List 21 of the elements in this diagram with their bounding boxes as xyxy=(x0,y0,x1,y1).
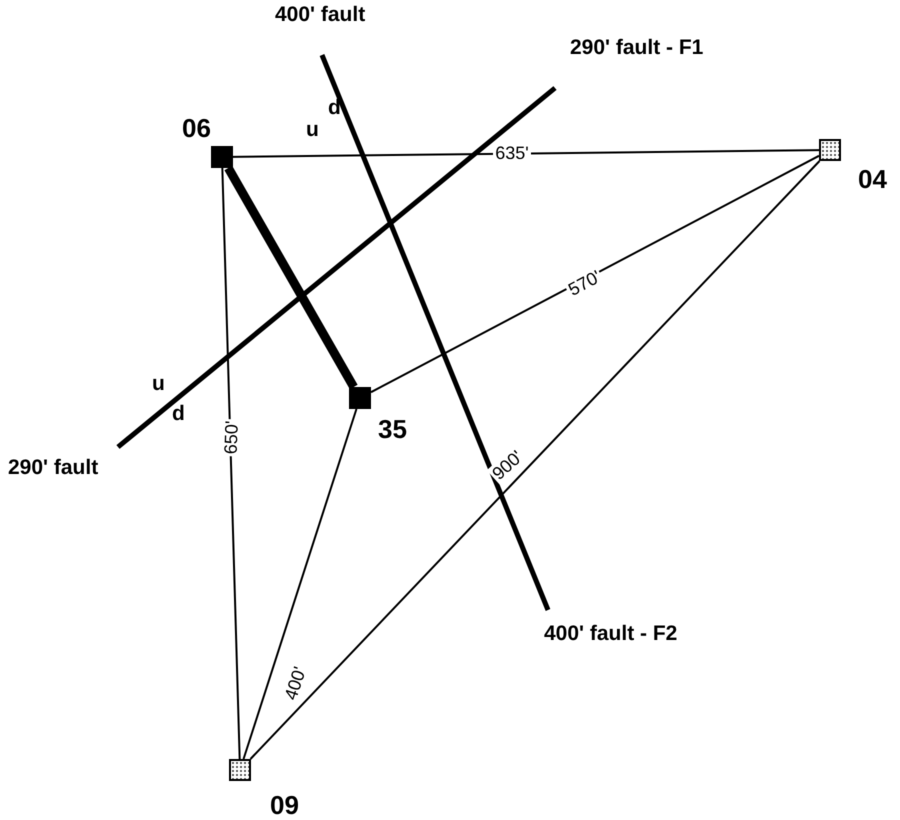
fault-label: 290' fault xyxy=(8,456,98,480)
fault-label: u xyxy=(306,118,319,142)
well-marker xyxy=(819,139,841,161)
connector-line xyxy=(224,166,358,390)
well-marker xyxy=(349,387,371,409)
fault-label: u xyxy=(152,372,165,396)
connector-line xyxy=(221,168,241,760)
fault-label: 400' fault - F2 xyxy=(544,622,678,646)
fault-label: 290' fault - F1 xyxy=(570,36,704,60)
connector-line xyxy=(242,408,358,760)
well-marker xyxy=(211,146,233,168)
well-number: 06 xyxy=(182,113,211,144)
well-number: 04 xyxy=(858,164,887,195)
fault-label: d xyxy=(172,402,185,426)
fault-label: 400' fault xyxy=(275,3,366,27)
connector-line xyxy=(250,160,820,760)
well-number: 09 xyxy=(270,790,299,820)
well-marker xyxy=(229,759,251,781)
connector-line xyxy=(370,154,820,394)
well-number: 35 xyxy=(378,414,407,445)
connector-line xyxy=(232,149,820,158)
